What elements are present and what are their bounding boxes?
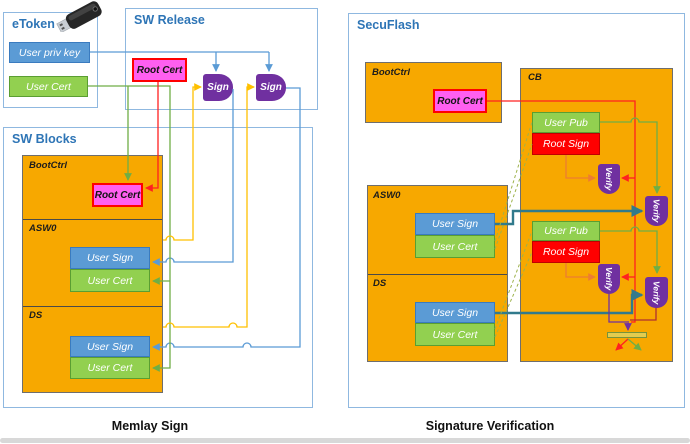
verify-shape-2: Verify — [645, 196, 668, 226]
release-root-cert-label: Root Cert — [136, 64, 183, 76]
sf-root-cert-box: Root Cert — [433, 89, 487, 113]
caption-signature-verification: Signature Verification — [425, 419, 555, 433]
blocks-root-cert-box: Root Cert — [92, 183, 143, 207]
sw-blocks-title: SW Blocks — [12, 132, 77, 146]
blocks-bootctrl-label: BootCtrl — [29, 160, 67, 171]
sf-asw0-user-cert-box: User Cert — [415, 235, 495, 258]
sf-ds-user-cert-box: User Cert — [415, 323, 495, 346]
user-sign-label: User Sign — [431, 306, 479, 319]
verify-label: Verify — [651, 280, 662, 305]
blocks-asw0-label: ASW0 — [29, 223, 57, 234]
cb-root-sign-1-box: Root Sign — [532, 133, 600, 155]
blocks-asw0-user-sign-box: User Sign — [70, 247, 150, 269]
etoken-user-cert-box: User Cert — [9, 76, 88, 97]
sw-release-title: SW Release — [134, 13, 205, 27]
user-cert-label: User Cert — [87, 362, 133, 374]
user-cert-label: User Cert — [432, 328, 478, 341]
user-priv-key-label: User priv key — [18, 46, 81, 59]
bottom-strip — [0, 438, 690, 443]
caption-memlay-sign: Memlay Sign — [111, 419, 189, 433]
user-cert-label: User Cert — [432, 240, 478, 253]
sf-ds-label: DS — [373, 278, 387, 289]
user-pub-label: User Pub — [544, 116, 588, 129]
sf-bootctrl-label: BootCtrl — [372, 67, 410, 78]
root-sign-label: Root Sign — [542, 246, 590, 258]
verify-label: Verify — [604, 267, 614, 291]
sign-2-label: Sign — [260, 82, 282, 93]
section-divider — [368, 274, 507, 275]
verify-label: Verify — [651, 199, 662, 223]
verify-shape-1: Verify — [598, 164, 620, 194]
etoken-title: eToken — [12, 17, 55, 31]
cb-label: CB — [528, 72, 542, 83]
sign-1-label: Sign — [207, 82, 229, 93]
verify-shape-4: Verify — [645, 277, 668, 308]
user-sign-label: User Sign — [431, 218, 479, 230]
blocks-root-cert-label: Root Cert — [94, 189, 141, 201]
blocks-ds-user-cert-box: User Cert — [70, 357, 150, 379]
sign-shape-1: Sign — [203, 74, 233, 101]
usb-drive-icon — [56, 1, 102, 32]
blocks-ds-label: DS — [29, 310, 43, 321]
sf-asw0-label: ASW0 — [373, 190, 401, 201]
user-sign-label: User Sign — [86, 340, 134, 353]
user-pub-label: User Pub — [544, 225, 588, 237]
cb-user-pub-2-box: User Pub — [532, 221, 600, 241]
verify-label: Verify — [604, 167, 614, 191]
blocks-ds-user-sign-box: User Sign — [70, 336, 150, 357]
user-cert-label: User Cert — [87, 274, 133, 287]
section-divider — [23, 219, 162, 220]
sf-root-cert-label: Root Cert — [437, 95, 483, 107]
sign-shape-2: Sign — [256, 74, 286, 101]
blocks-asw0-user-cert-box: User Cert — [70, 269, 150, 292]
cb-root-sign-2-box: Root Sign — [532, 241, 600, 263]
verify-shape-3: Verify — [598, 264, 620, 294]
sf-asw0-user-sign-box: User Sign — [415, 213, 495, 235]
etoken-user-cert-label: User Cert — [26, 80, 71, 93]
release-root-cert-box: Root Cert — [132, 58, 187, 82]
sf-ds-user-sign-box: User Sign — [415, 302, 495, 323]
cb-user-pub-1-box: User Pub — [532, 112, 600, 133]
result-bar — [607, 332, 647, 338]
secuflash-title: SecuFlash — [357, 18, 420, 32]
user-priv-key-box: User priv key — [9, 42, 90, 63]
root-sign-label: Root Sign — [542, 138, 590, 150]
section-divider — [23, 306, 162, 307]
user-sign-label: User Sign — [86, 252, 134, 264]
